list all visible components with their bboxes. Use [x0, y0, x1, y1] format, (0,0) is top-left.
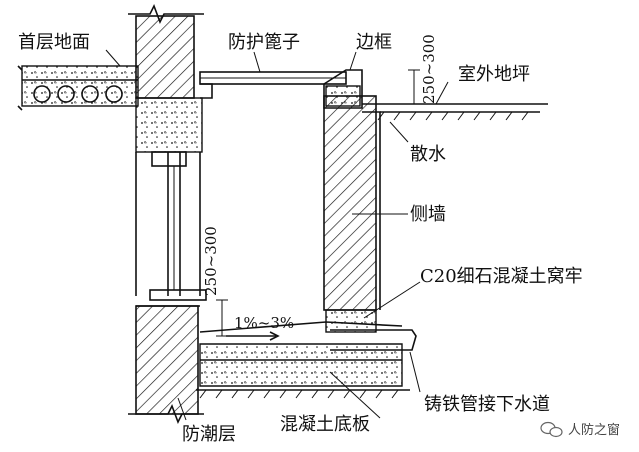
- main-wall-lower: [135, 305, 199, 415]
- break-line-top: [128, 4, 204, 24]
- foundation-hatch: [199, 389, 399, 399]
- edge-frame: [323, 69, 363, 109]
- window-sill: [149, 289, 207, 301]
- label-pipe: 铸铁管接下水道: [424, 394, 550, 415]
- label-outdoor-ground: 室外地坪: [458, 64, 530, 85]
- hollow-cores: [33, 85, 123, 103]
- label-first-floor: 首层地面: [18, 32, 90, 53]
- label-dim-mid: 250~300: [202, 226, 220, 296]
- watermark: 人防之窗: [540, 421, 620, 438]
- window: [135, 152, 201, 296]
- leaders: [105, 49, 449, 421]
- wechat-icon: [540, 421, 563, 438]
- label-slope: 1%~3%: [234, 314, 294, 332]
- label-dpc: 防潮层: [182, 424, 236, 445]
- main-wall-upper: [135, 15, 195, 99]
- dim-top: [408, 69, 420, 105]
- watermark-text: 人防之窗: [568, 422, 620, 438]
- label-frame: 边框: [356, 32, 392, 53]
- label-side-wall: 侧墙: [410, 204, 446, 225]
- side-wall: [323, 95, 377, 311]
- c20-concrete: [325, 309, 377, 333]
- label-dim-top: 250~300: [420, 34, 438, 104]
- label-grate: 防护篦子: [228, 32, 300, 53]
- ground-hatch: [377, 111, 540, 121]
- dim-mid: [216, 299, 228, 337]
- floor-slab: [21, 65, 139, 107]
- label-base-slab: 混凝土底板: [280, 414, 370, 435]
- label-c20: C20细石混凝土窝牢: [420, 266, 583, 287]
- base-slab: [199, 343, 403, 387]
- break-line-bottom: [128, 404, 204, 424]
- label-apron: 散水: [410, 144, 446, 165]
- lintel: [135, 97, 203, 153]
- cast-iron-pipe: [330, 329, 417, 351]
- window-frame-upper: [151, 151, 187, 167]
